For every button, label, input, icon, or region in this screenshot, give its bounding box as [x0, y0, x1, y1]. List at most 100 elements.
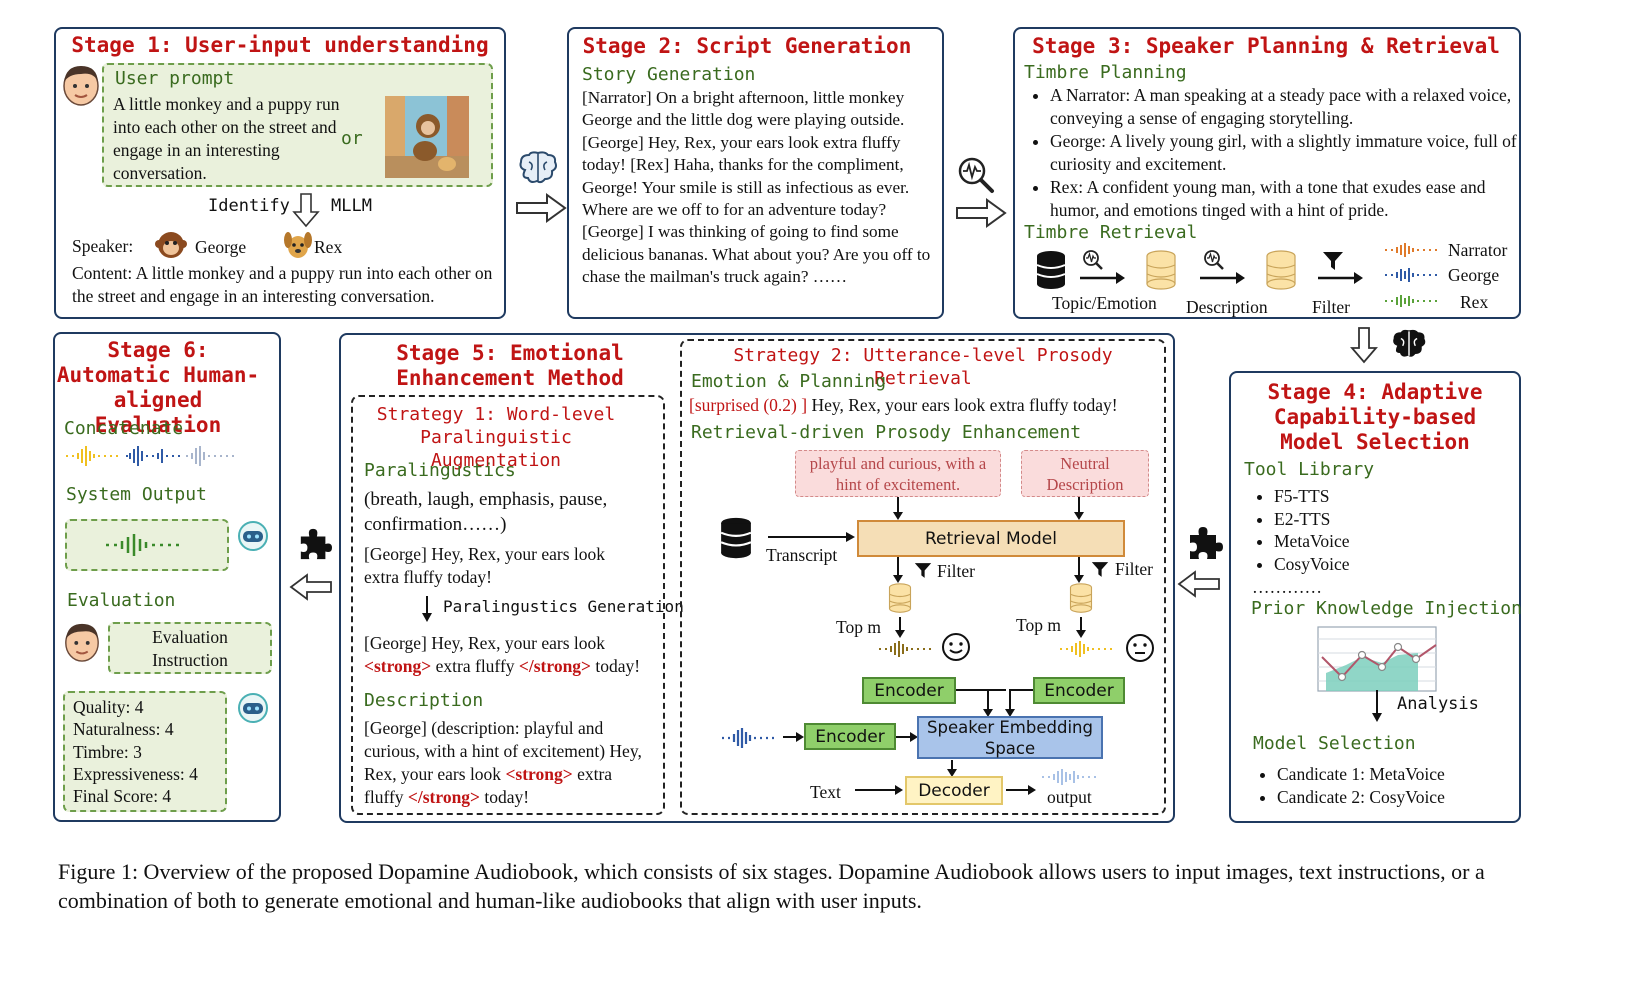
example-sentence-2: [George] Hey, Rex, your ears look <stron…	[364, 632, 664, 678]
mllm-label: MLLM	[331, 196, 372, 216]
paralingustics-label: Paralingustics	[364, 460, 516, 481]
neutral-face-icon	[1126, 634, 1154, 662]
score-item: Quality: 4	[73, 697, 144, 717]
brain-icon	[1393, 329, 1426, 357]
right-arrow-1	[516, 193, 567, 223]
text-label: Text	[810, 782, 841, 802]
topic-emotion-label: Topic/Emotion	[1052, 293, 1157, 313]
robot-icon	[238, 521, 268, 551]
right-arrow-2	[956, 198, 1007, 228]
emotion-tag: [surprised (0.2) ]	[689, 395, 808, 415]
waveform-output	[1042, 769, 1096, 785]
candidate-item: Candicate 1: MetaVoice	[1277, 763, 1527, 786]
figure-caption: Figure 1: Overview of the proposed Dopam…	[58, 859, 1485, 913]
filter-icon	[1091, 562, 1109, 577]
para-generation-label: Paralingustics Generation	[443, 597, 684, 616]
tool-item: MetaVoice	[1274, 530, 1474, 553]
strong-close-tag: </strong>	[407, 787, 481, 807]
magnifier-waveform-icon	[1083, 250, 1103, 270]
arrow-down-analysis	[1372, 690, 1382, 722]
user-prompt-text: A little monkey and a puppy run into eac…	[113, 94, 340, 183]
concatenate-label: Concatenate	[64, 418, 184, 439]
stage2-panel	[567, 27, 944, 319]
decoder-box: Decoder	[905, 776, 1003, 805]
description-label: Description	[364, 690, 484, 711]
puzzle-icon	[300, 528, 332, 560]
description-example: [George] (description: playful and curio…	[364, 717, 654, 809]
timbre-bullet: A Narrator: A man speaking at a steady p…	[1050, 84, 1530, 130]
waveform-blue	[722, 728, 774, 748]
desc-a: [George] (description: playful and curio…	[364, 718, 642, 784]
database-icon	[1069, 583, 1093, 613]
person-face-icon	[63, 66, 99, 106]
desc-box-neutral: Neutral Description	[1021, 450, 1149, 497]
brain-icon	[519, 151, 557, 184]
database-icon	[1036, 251, 1066, 289]
prior-knowledge-label: Prior Knowledge Injection	[1251, 598, 1522, 619]
database-icon	[720, 517, 752, 559]
stage5-title: Stage 5: Emotional Enhancement Method	[396, 341, 624, 390]
tool-item: F5-TTS	[1274, 485, 1474, 508]
transcript-label: Transcript	[766, 545, 838, 565]
arrow-right	[1200, 272, 1245, 284]
voice-rex: Rex	[1460, 292, 1489, 312]
score-item: Final Score: 4	[73, 786, 172, 807]
analysis-label: Analysis	[1397, 694, 1479, 714]
arrow-right	[1080, 272, 1125, 284]
example-sentence-1: [George] Hey, Rex, your ears look extra …	[364, 544, 606, 587]
evaluation-label: Evaluation	[67, 590, 176, 611]
or-label: or	[341, 128, 363, 149]
timbre-retrieval-label: Timbre Retrieval	[1024, 222, 1198, 243]
score-item: Timbre: 3	[73, 741, 142, 762]
encoder-box-bottom: Encoder	[804, 723, 896, 750]
candidate-list: Candicate 1: MetaVoice Candicate 2: Cosy…	[1255, 763, 1527, 808]
monkey-dog-image	[385, 96, 469, 178]
example2-a: [George] Hey, Rex, your ears look	[364, 633, 606, 653]
monkey-icon	[155, 232, 187, 258]
tool-dots: …………	[1252, 577, 1322, 597]
system-output-waveform	[106, 534, 179, 556]
desc-b: extra fluffy	[364, 764, 613, 807]
filter-label: Filter	[1312, 297, 1350, 317]
waveform-yellow	[1060, 641, 1112, 657]
story-script: [Narrator] On a bright afternoon, little…	[582, 88, 931, 287]
stage2-title: Stage 2: Script Generation	[582, 34, 912, 58]
magnifier-waveform-icon	[958, 157, 994, 193]
eval-instruction-box	[108, 622, 272, 674]
left-arrow-stage5-6	[289, 573, 332, 601]
arrow-right	[1318, 272, 1363, 284]
speaker2-name: Rex	[314, 237, 343, 257]
filter-label-left: Filter	[937, 561, 975, 581]
strategy1-title: Strategy 1: Word-level Paralinguistic Au…	[376, 404, 616, 471]
stage1-title: Stage 1: User-input understanding	[71, 33, 489, 57]
speaker1-name: George	[195, 237, 247, 257]
story-generation-label: Story Generation	[582, 64, 756, 85]
stage4-panel	[1229, 371, 1521, 823]
eval-instruction-text: Evaluation Instruction	[152, 627, 228, 670]
score-item: Naturalness: 4	[73, 719, 174, 740]
speaker-embedding-box: Speaker Embedding Space	[917, 716, 1103, 759]
strong-open-tag: <strong>	[505, 764, 573, 784]
emotion-text: Hey, Rex, your ears look extra fluffy to…	[807, 395, 1118, 415]
example2-b: extra fluffy	[431, 656, 519, 676]
strong-open-tag: <strong>	[364, 656, 432, 676]
desc-c: today!	[480, 787, 530, 807]
voice-george: George	[1448, 265, 1500, 285]
encoder-box-left: Encoder	[862, 677, 956, 704]
emotion-example: [surprised (0.2) ] Hey, Rex, your ears l…	[689, 394, 1159, 417]
candidate-item: Candicate 2: CosyVoice	[1277, 786, 1527, 809]
content-text: Content: A little monkey and a puppy run…	[72, 263, 493, 306]
down-arrow-stage3-4	[1350, 327, 1378, 364]
down-arrow-icon	[292, 193, 320, 228]
smile-face-icon	[942, 633, 970, 661]
robot-icon	[238, 693, 268, 723]
score-list: Quality: 4 Naturalness: 4 Timbre: 3 Expr…	[73, 696, 223, 807]
timbre-bullet: George: A lively young girl, with a slig…	[1050, 130, 1530, 176]
arrow-down-para	[422, 596, 432, 622]
database-icon	[888, 583, 912, 613]
magnifier-waveform-icon	[1204, 250, 1224, 270]
top-m-right: Top m	[1016, 615, 1061, 635]
puzzle-icon	[1190, 527, 1223, 559]
